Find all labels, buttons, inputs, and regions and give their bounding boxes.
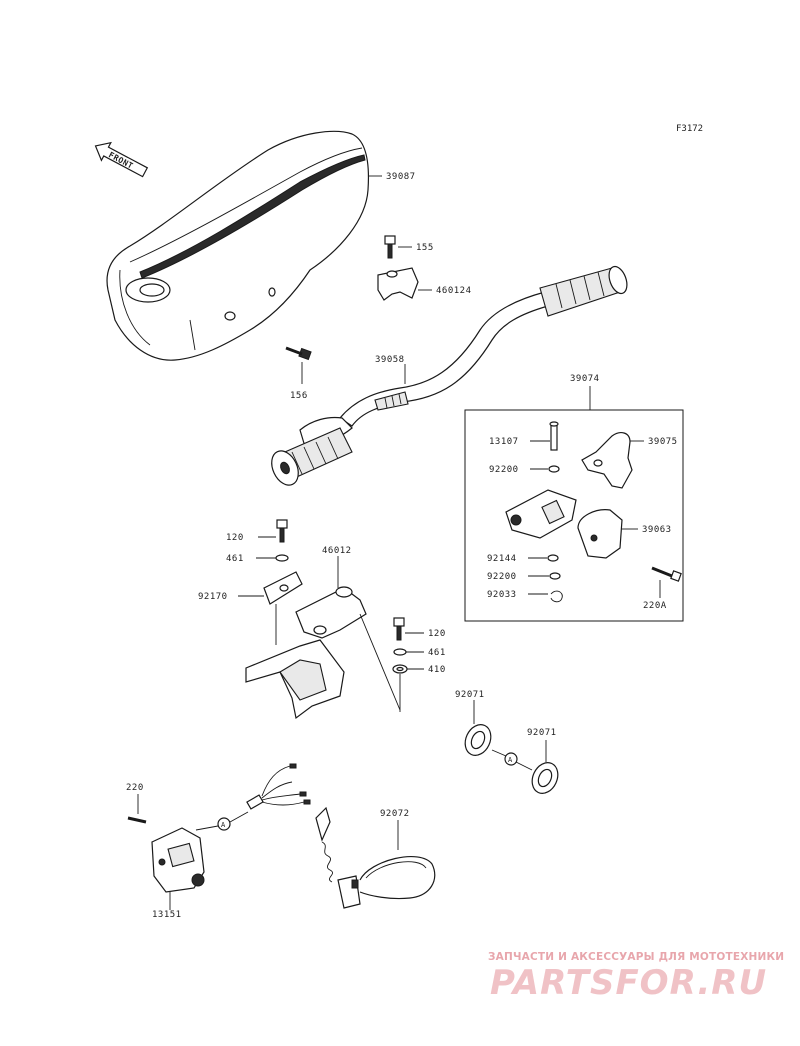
figure-code: F3172 xyxy=(676,124,704,134)
right-grip xyxy=(539,265,628,317)
nut-410 xyxy=(392,664,408,674)
label-92071-lower: 92071 xyxy=(527,728,557,738)
assembly-box-39074 xyxy=(464,409,684,622)
switch-13151 xyxy=(151,827,205,893)
screw-156 xyxy=(285,346,312,361)
label-461-upper: 461 xyxy=(226,554,244,564)
label-46012: 46012 xyxy=(322,546,352,556)
watermark-tagline: ЗАПЧАСТИ И АКСЕССУАРЫ ДЛЯ МОТОТЕХНИКИ xyxy=(488,951,785,963)
label-155: 155 xyxy=(416,243,434,253)
label-410: 410 xyxy=(428,665,446,675)
label-92071-upper: 92071 xyxy=(455,690,485,700)
label-13151: 13151 xyxy=(152,910,182,920)
clip-92033 xyxy=(550,590,563,603)
label-92072: 92072 xyxy=(380,809,410,819)
label-39075: 39075 xyxy=(648,437,678,447)
washer-92200-bottom xyxy=(549,572,561,580)
lever-39075 xyxy=(581,432,633,489)
clamp-460124 xyxy=(377,267,419,301)
label-13107: 13107 xyxy=(489,437,519,447)
screw-220 xyxy=(127,816,147,824)
handlebar-39058 xyxy=(271,265,628,486)
bolt-120-lower xyxy=(393,617,405,641)
bolt-220A xyxy=(651,566,682,582)
washer-461-lower xyxy=(393,648,407,656)
wire-harness xyxy=(229,763,311,823)
bolt-155 xyxy=(384,235,396,259)
label-120-upper: 120 xyxy=(226,533,244,543)
label-156: 156 xyxy=(290,391,308,401)
label-39087: 39087 xyxy=(386,172,416,182)
watermark-brand[interactable]: PARTSFOR.RU xyxy=(490,963,768,1003)
label-120-lower: 120 xyxy=(428,629,446,639)
connector-a-right-label: A xyxy=(508,756,513,764)
label-92033: 92033 xyxy=(487,590,517,600)
grommet-92071-upper xyxy=(464,724,492,756)
connector-a-left xyxy=(217,817,231,831)
clip-92072 xyxy=(315,806,436,909)
cover-39063 xyxy=(577,509,623,559)
connector-a-right xyxy=(504,752,518,766)
label-92144: 92144 xyxy=(487,554,517,564)
label-39058: 39058 xyxy=(375,355,405,365)
label-220A: 220A xyxy=(643,601,667,611)
washer-461-upper xyxy=(275,554,289,562)
bolt-120-upper xyxy=(276,519,288,543)
connector-a-left-label: A xyxy=(221,821,226,829)
label-39063: 39063 xyxy=(642,525,672,535)
label-461-lower: 461 xyxy=(428,648,446,658)
label-92200-bottom: 92200 xyxy=(487,572,517,582)
bracket-92170 xyxy=(263,571,303,645)
label-39074: 39074 xyxy=(570,374,600,384)
label-460124: 460124 xyxy=(436,286,472,296)
steering-bracket-46012 xyxy=(245,586,401,720)
handlebar-cover xyxy=(106,130,370,361)
label-92200-top: 92200 xyxy=(489,465,519,475)
washer-92144 xyxy=(547,554,559,562)
throttle-housing xyxy=(505,489,577,539)
label-92170: 92170 xyxy=(198,592,228,602)
washer-92200-top xyxy=(548,465,560,473)
front-arrow-icon: FRONT xyxy=(94,141,149,178)
left-grip xyxy=(271,427,353,486)
grommet-92071-lower xyxy=(531,762,559,794)
label-220: 220 xyxy=(126,783,144,793)
pin-13107 xyxy=(549,421,559,451)
